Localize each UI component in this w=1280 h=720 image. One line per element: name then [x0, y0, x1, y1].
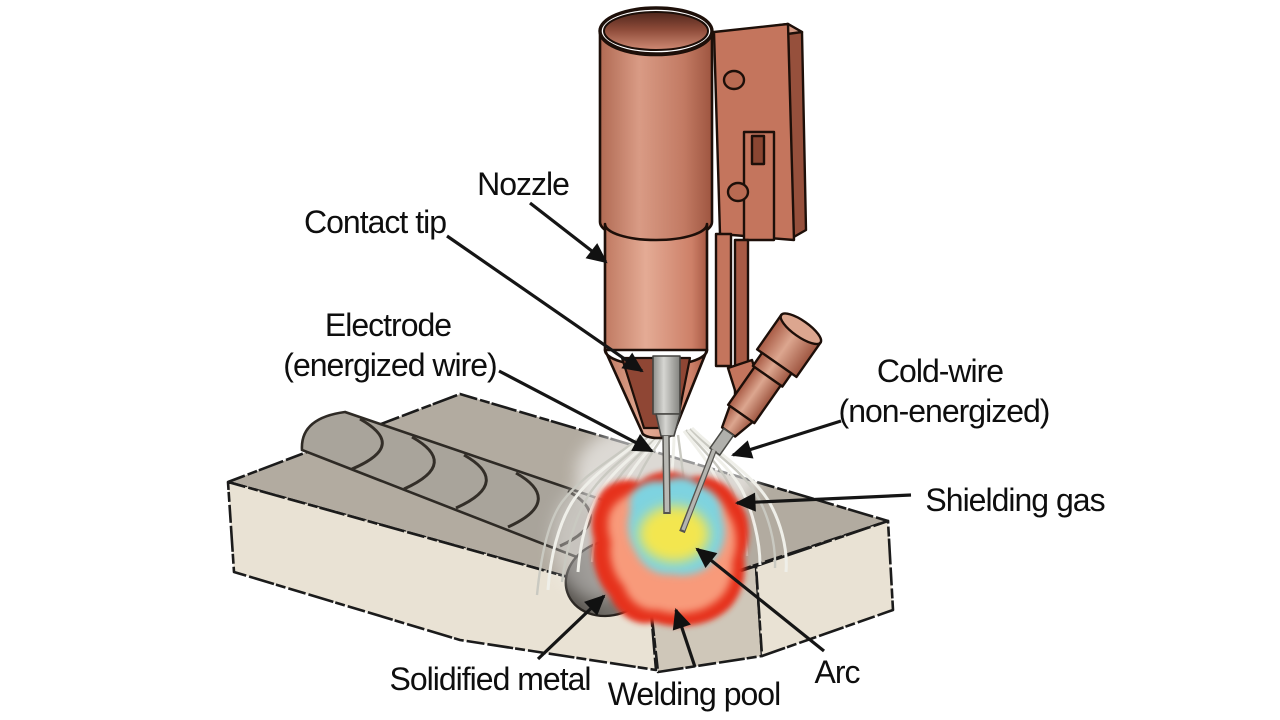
label-cold-wire-line1: Cold-wire [877, 353, 1003, 389]
leader-arrows [446, 201, 912, 668]
bracket-bolt-bottom [726, 181, 750, 203]
arrow-nozzle [529, 201, 608, 264]
cold-wire [679, 448, 717, 534]
label-cold-wire-line2: (non-energized) [839, 393, 1050, 429]
arc-core-yellow [639, 506, 709, 562]
arrow-cold-wire [731, 419, 842, 459]
welding-torch [598, 6, 823, 456]
arrow-welding-pool [672, 608, 697, 668]
label-nozzle: Nozzle [477, 166, 569, 202]
contact-tip [652, 355, 681, 437]
arrow-contact-tip [446, 234, 644, 373]
bracket-bolt-top [722, 69, 746, 91]
arrow-electrode [498, 369, 654, 453]
label-arc: Arc [815, 654, 861, 690]
arrow-solidified-metal [536, 594, 606, 661]
nozzle-upper-cylinder [598, 30, 714, 242]
label-shielding-gas: Shielding gas [925, 482, 1104, 518]
label-contact-tip: Contact tip [304, 204, 446, 240]
electrode-wire [662, 435, 671, 515]
torch-bracket [712, 22, 808, 414]
cold-wire-feeder [709, 312, 823, 456]
weld-pool [591, 471, 749, 627]
arrow-shielding-gas [734, 492, 912, 512]
labels: Nozzle Contact tip Electrode (energized … [283, 166, 1105, 712]
nozzle-lower-cylinder [603, 222, 709, 352]
label-electrode-line2: (energized wire) [283, 347, 496, 383]
nozzle-rim [598, 6, 714, 56]
arrow-arc [695, 547, 826, 653]
label-electrode-line1: Electrode [325, 307, 451, 343]
label-welding-pool: Welding pool [608, 676, 780, 712]
label-solidified-metal: Solidified metal [390, 661, 591, 697]
nozzle-opening [603, 11, 709, 51]
